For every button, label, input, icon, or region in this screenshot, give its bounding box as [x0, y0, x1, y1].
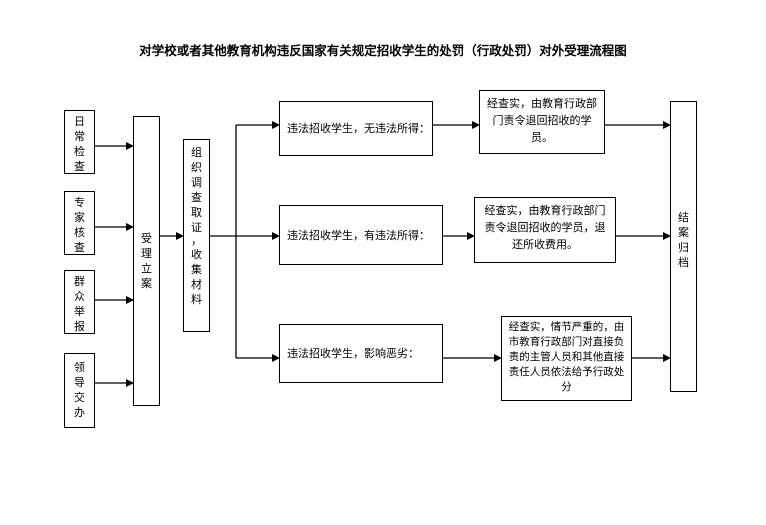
page-title: 对学校或者其他教育机构违反国家有关规定招收学生的处罚（行政处罚）对外受理流程图 [139, 43, 627, 58]
result-box-3: 经查实，情节严重的，由市教育行政部门对直接负责的主管人员和其他直接责任人员依法给… [501, 316, 632, 401]
result-box-2: 经查实，由教育行政部门责令退回招收的学员，退还所收费用。 [474, 197, 616, 263]
case-box-no-illegal-income: 违法招收学生，无违法所得： [279, 101, 433, 156]
result-box-1: 经查实，由教育行政部门责令退回招收的学员。 [479, 90, 605, 154]
investigate-box: 组织调查取证，收集材料 [183, 139, 210, 332]
case-box-bad-influence: 违法招收学生，影响恶劣： [279, 324, 443, 383]
source-box-daily-inspection: 日常检查 [64, 110, 95, 174]
source-box-leader-assign: 领导交办 [64, 353, 95, 428]
source-box-public-report: 群众举报 [64, 270, 95, 334]
source-box-expert-check: 专家核查 [64, 191, 95, 255]
accept-case-box: 受理立案 [133, 116, 160, 406]
close-archive-box: 结案归档 [670, 101, 697, 392]
case-box-illegal-income: 违法招收学生，有违法所得： [279, 205, 443, 265]
